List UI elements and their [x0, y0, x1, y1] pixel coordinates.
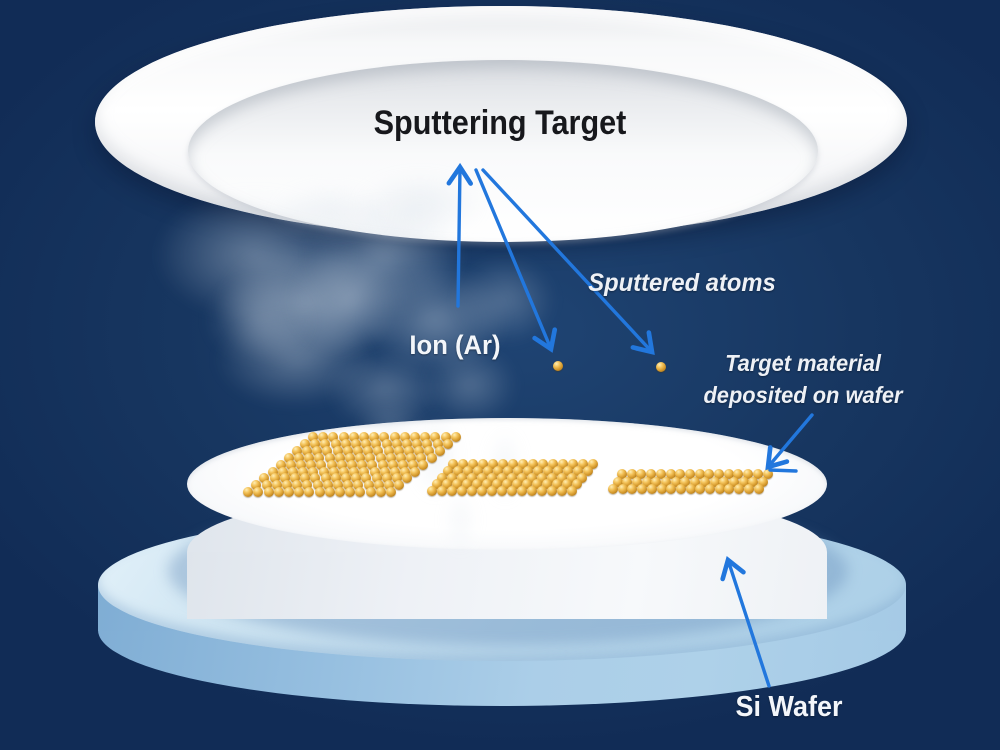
sputtered-atoms-label: Sputtered atoms	[588, 269, 776, 297]
target-material-line1: Target material	[725, 350, 881, 376]
si-wafer-label: Si Wafer	[735, 691, 843, 723]
smoke-blob	[335, 245, 535, 395]
smoke-blob	[185, 220, 425, 390]
sputtered-atom	[553, 361, 563, 371]
smoke-blob	[185, 295, 405, 425]
target-material-line2: deposited on wafer	[703, 382, 903, 408]
sputtering-target-label: Sputtering Target	[373, 104, 627, 142]
smoke-blob	[185, 260, 335, 380]
ion-ar-label: Ion (Ar)	[409, 330, 501, 360]
target-material-label: Target material deposited on wafer	[703, 347, 902, 411]
wafer-top-surface	[187, 418, 827, 550]
sputtering-target-face	[188, 60, 818, 242]
sputtered-atom	[656, 362, 666, 372]
wafer-side	[187, 552, 827, 619]
